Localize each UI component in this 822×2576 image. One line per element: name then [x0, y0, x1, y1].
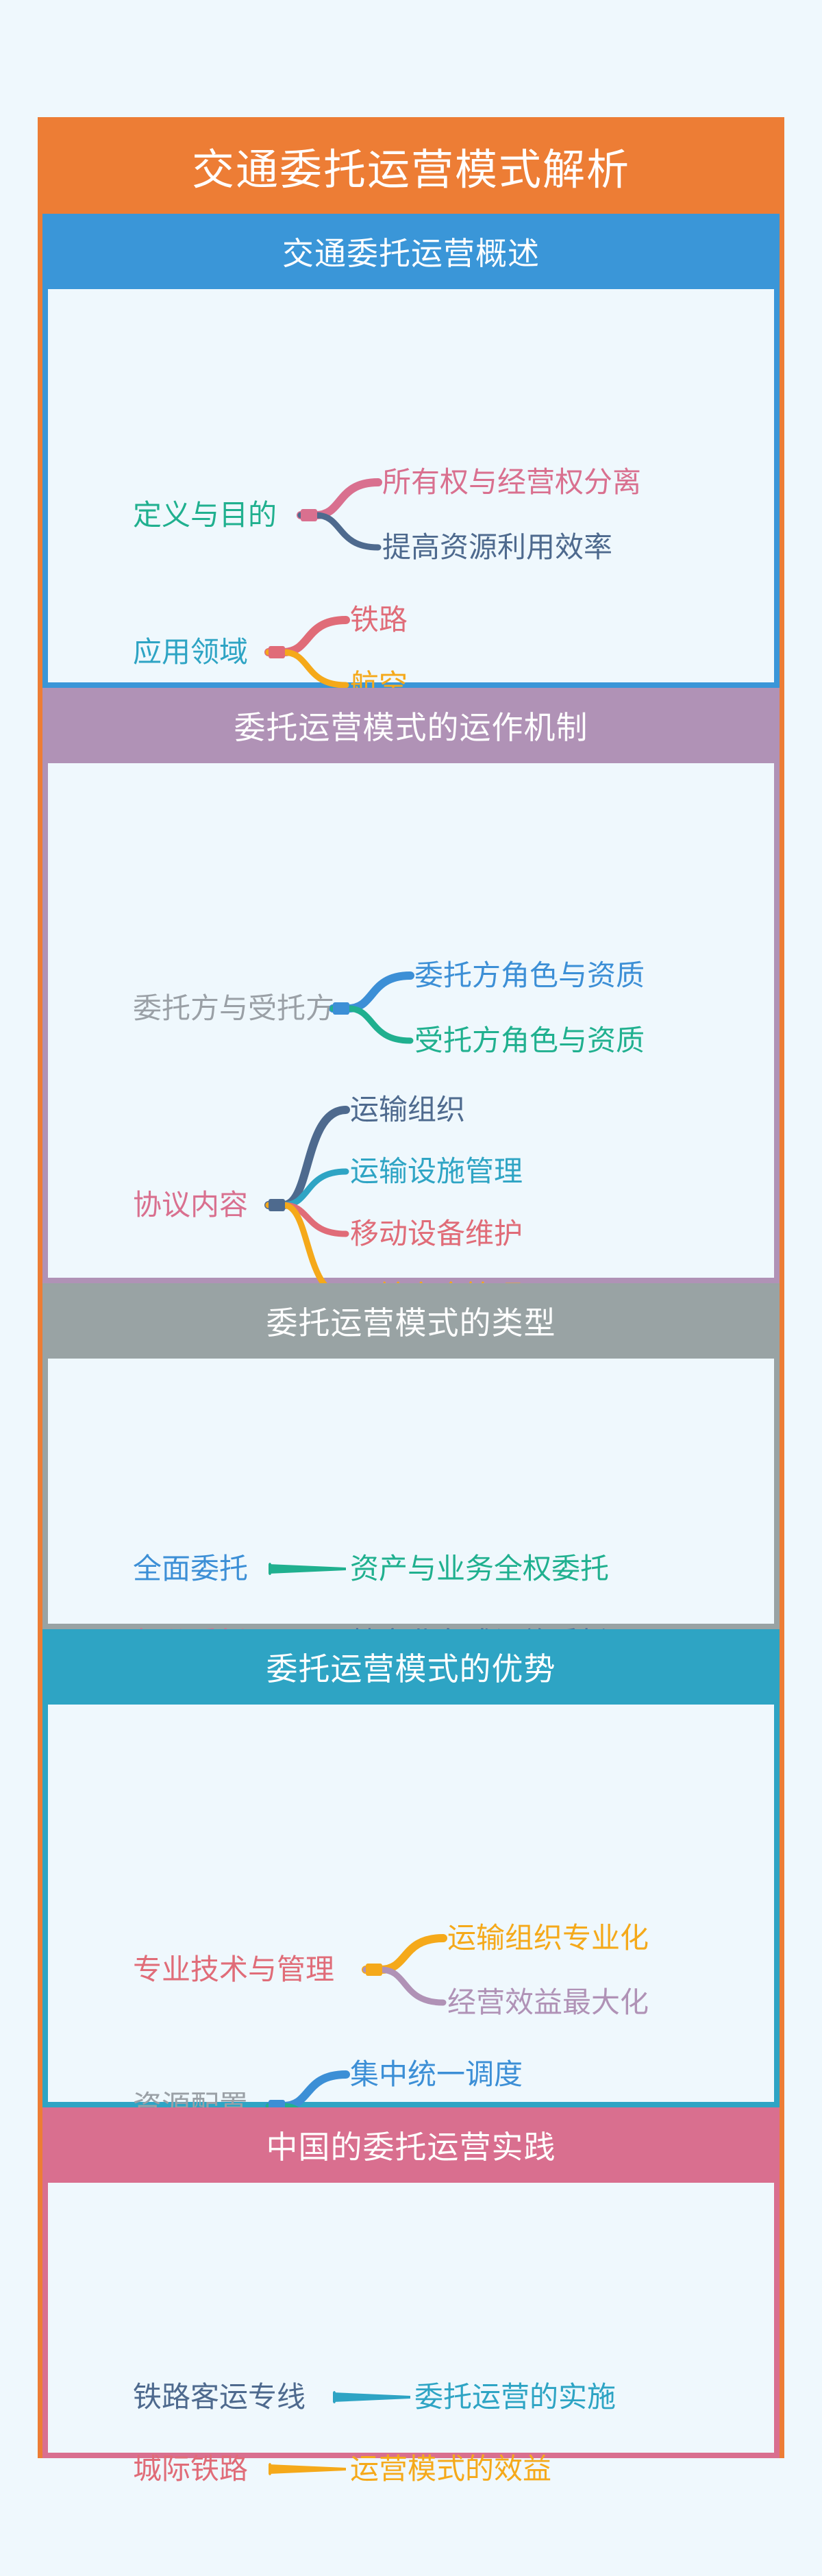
topic-node: 铁路客运专线	[133, 2380, 306, 2414]
subtopic-node: 移动设备维护	[350, 1217, 523, 1250]
connector-line	[362, 1934, 447, 1974]
connector-line	[269, 2464, 346, 2474]
subtopic-node: 提高资源利用效率	[382, 530, 613, 564]
subtopic-node: 运输组织专业化	[447, 1921, 649, 1955]
section-header: 中国的委托运营实践	[42, 2107, 780, 2183]
page-title: 交通委托运营模式解析	[191, 144, 630, 195]
subtopic-node: 运营模式的效益	[350, 2452, 552, 2486]
section-header: 委托运营模式的类型	[42, 1283, 780, 1359]
subtopic-node: 集中统一调度	[350, 2057, 523, 2091]
connector-root	[269, 1563, 271, 1575]
connector-line	[329, 1005, 414, 1044]
connector-line	[264, 1106, 350, 1209]
connector-line	[269, 1564, 346, 1574]
topic-node: 定义与目的	[133, 498, 277, 532]
connector-line	[329, 971, 414, 1013]
section-1: 交通委托运营概述定义与目的所有权与经营权分离提高资源利用效率应用领域铁路航空	[42, 214, 780, 702]
section-4: 委托运营模式的优势专业技术与管理运输组织专业化经营效益最大化资源配置集中统一调度…	[42, 1629, 780, 2157]
topic-node: 全面委托	[133, 1552, 249, 1585]
connector-root	[269, 1199, 285, 1211]
section-5: 中国的委托运营实践铁路客运专线 委托运营的实施城际铁路 运营模式的效益	[42, 2107, 780, 2486]
subtopic-node: 资产与业务全权委托	[350, 1552, 610, 1585]
connector-line	[265, 1168, 349, 1209]
connector-line	[265, 649, 349, 689]
connector-root	[269, 646, 285, 658]
section-header: 交通委托运营概述	[42, 214, 780, 289]
topic-node: 专业技术与管理	[133, 1953, 335, 1986]
connector-line	[297, 512, 382, 551]
subtopic-node: 铁路	[350, 603, 408, 636]
connector-line	[333, 2392, 410, 2402]
subtopic-node: 经营效益最大化	[447, 1985, 649, 2019]
topic-node: 城际铁路	[133, 2452, 249, 2486]
connector-root	[269, 2463, 271, 2475]
subtopic-node: 受托方角色与资质	[414, 1024, 645, 1057]
connector-root	[366, 1964, 382, 1976]
subtopic-node: 所有权与经营权分离	[382, 465, 642, 499]
connector-line	[362, 1966, 447, 2006]
topic-node: 委托方与受托方	[133, 991, 335, 1025]
connector-line	[297, 478, 382, 519]
topic-node: 协议内容	[133, 1188, 249, 1222]
subtopic-node: 运输设施管理	[350, 1154, 523, 1188]
connector-line	[265, 1202, 349, 1237]
connector-line	[264, 2070, 350, 2110]
section-3: 委托运营模式的类型全面委托资产与业务全权委托部分委托特定业务或设施委托	[42, 1283, 780, 1659]
subtopic-node: 运输组织	[350, 1093, 466, 1126]
section-header: 委托运营模式的优势	[42, 1629, 780, 1705]
connector-root	[333, 1002, 349, 1015]
section-2: 委托运营模式的运作机制委托方与受托方 委托方角色与资质受托方角色与资质协议内容 运输…	[42, 688, 780, 1313]
mindmap-frame: 交通委托运营模式解析 交通委托运营概述定义与目的 所有权与经营权分离提高资源利用效…	[38, 117, 784, 2486]
connector-root	[301, 509, 317, 521]
section-header: 委托运营模式的运作机制	[42, 688, 780, 763]
connector-line	[264, 616, 350, 656]
subtopic-node: 委托方角色与资质	[414, 958, 645, 992]
topic-node: 应用领域	[133, 635, 249, 669]
subtopic-node: 委托运营的实施	[414, 2380, 616, 2414]
connector-root	[333, 2391, 336, 2403]
